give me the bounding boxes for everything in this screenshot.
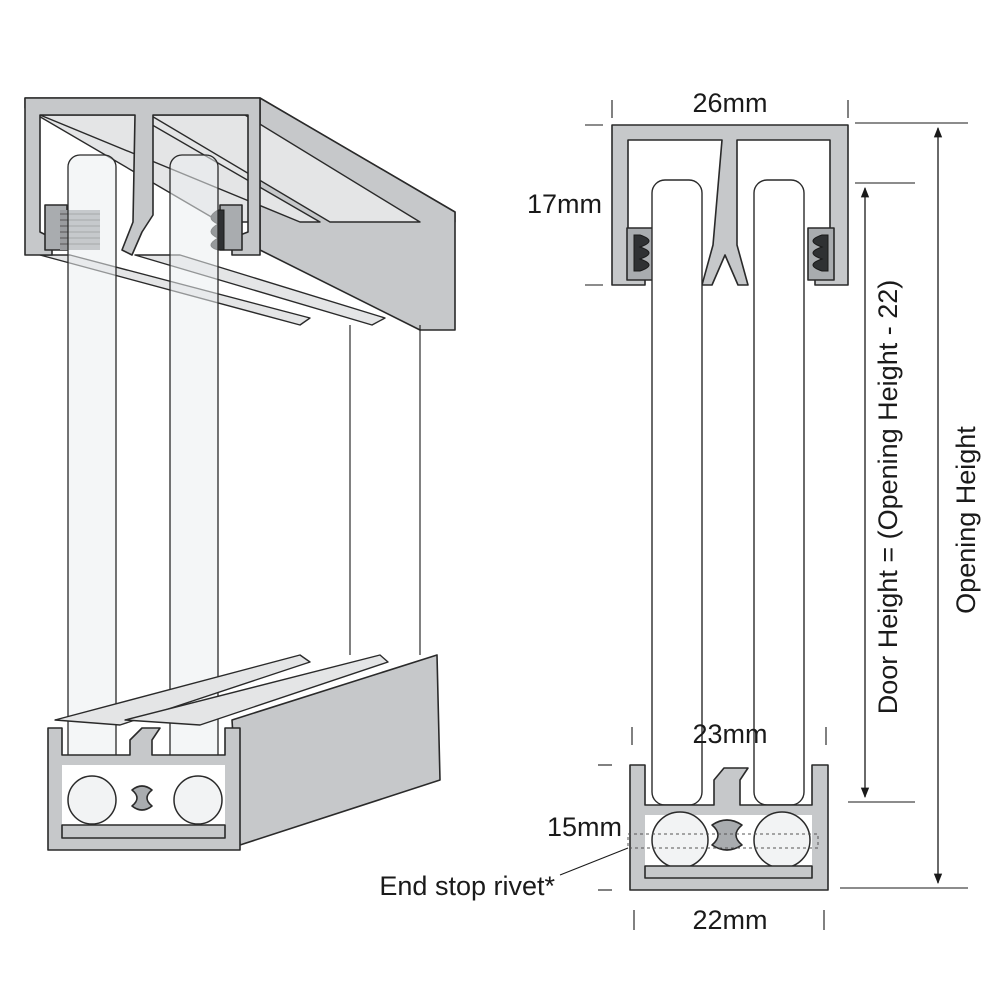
- top-section-seal-right-icon: [812, 234, 829, 272]
- bottom-track-side-face: [231, 654, 441, 846]
- dim-top-depth-label: 17mm: [527, 189, 602, 219]
- roller-ball-right-icon: [173, 775, 223, 825]
- isometric-view: [24, 97, 456, 851]
- dim-door-height-label: Door Height = (Opening Height - 22): [873, 280, 903, 714]
- glass-panel-back: [67, 154, 117, 771]
- section-roller-ball-right-icon: [753, 811, 811, 869]
- bottom-track-run-b: [124, 654, 389, 726]
- dim-bottom-depth-label: 15mm: [547, 812, 622, 842]
- end-stop-label: End stop rivet*: [379, 871, 555, 901]
- bottom-track-base-rib: [61, 824, 226, 839]
- section-roller-ball-left-icon: [651, 811, 709, 869]
- section-glass-panel-left: [651, 179, 703, 806]
- end-stop-leader-line: [559, 847, 629, 876]
- dim-top-width-label: 26mm: [692, 88, 767, 118]
- dim-bottom-width-label: 22mm: [692, 905, 767, 935]
- dim-opening-height-label: Opening Height: [951, 426, 981, 614]
- dim-inner-width-label: 23mm: [692, 719, 767, 749]
- bottom-track-center-seal: [131, 785, 153, 811]
- section-view: 26mm 17mm 23mm 15mm End stop rivet* 22mm…: [379, 88, 981, 935]
- bottom-section-center-seal: [711, 819, 743, 851]
- top-section-seal-left-icon: [633, 234, 650, 272]
- bottom-section-base-rib: [644, 865, 813, 879]
- roller-ball-left-icon: [67, 775, 117, 825]
- bottom-track-run-a: [54, 654, 311, 726]
- section-glass-panel-right: [753, 179, 805, 806]
- glass-panel-front: [169, 154, 219, 771]
